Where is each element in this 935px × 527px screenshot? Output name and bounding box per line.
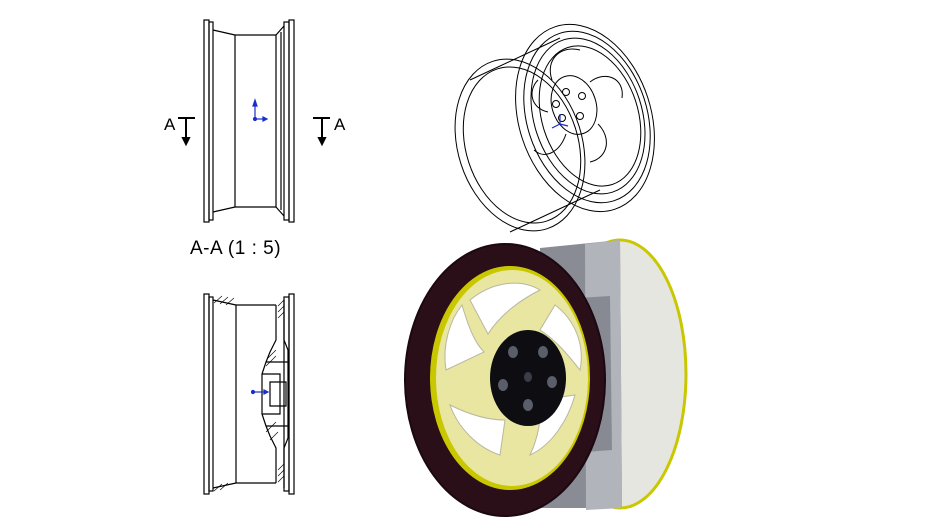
lug-holes: [498, 346, 557, 411]
section-view-drawing: [203, 293, 295, 495]
section-view-title: A-A (1 : 5): [190, 238, 282, 259]
section-axis-triad-icon: [250, 389, 270, 395]
section-arrow-right-label: A: [334, 115, 346, 134]
side-view-drawing: [203, 19, 295, 223]
section-arrow-right-icon: [313, 117, 330, 147]
section-arrow-left-label: A: [164, 115, 176, 134]
isometric-wireframe-drawing: [454, 23, 655, 233]
shaded-render: [397, 236, 707, 527]
section-arrow-left-icon: [178, 117, 195, 147]
iso-axis-triad-icon: [551, 114, 569, 129]
axis-triad-icon: [252, 98, 269, 122]
section-hatching: [213, 295, 285, 492]
